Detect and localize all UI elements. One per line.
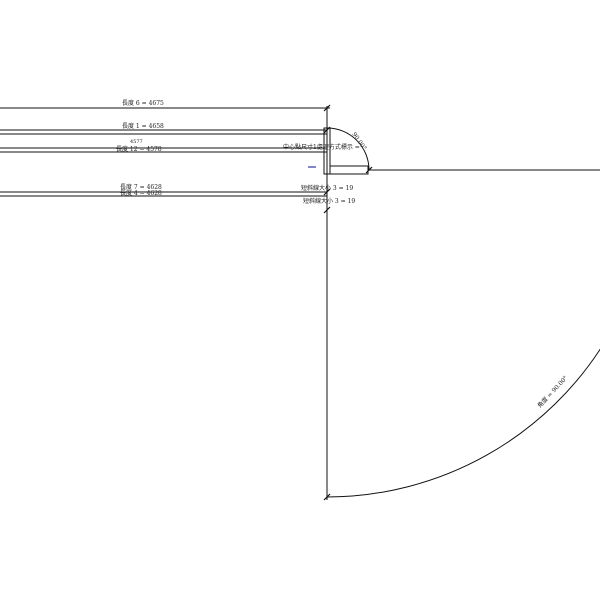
tick-mark xyxy=(323,493,331,501)
label-length6: 長度 6 = 4675 xyxy=(122,99,164,107)
label-tick-size-b: 短斜線大小 3 = 19 xyxy=(303,197,355,205)
label-tick-size-a: 短斜線大小 3 = 19 xyxy=(301,184,353,192)
tick-mark xyxy=(323,206,331,214)
label-center-mark: 中心點尺寸1處理方式標示 = xyxy=(283,143,360,151)
label-length1: 長度 1 = 4658 xyxy=(122,122,164,130)
small-arc xyxy=(326,127,370,171)
label-length7: 長度 7 = 4628 xyxy=(120,183,162,191)
label-length12: 長度 12 = 4578 xyxy=(116,145,162,153)
tick-mark xyxy=(323,104,331,112)
corner-box-h xyxy=(329,165,369,175)
large-arc xyxy=(326,348,600,498)
tick-mark xyxy=(323,126,331,134)
corner-box xyxy=(323,127,331,175)
label-length4: 長度 4 = 4628 xyxy=(120,189,162,197)
label-length12-upper: 4577 xyxy=(130,139,143,145)
tick-mark xyxy=(365,166,373,174)
tick-mark xyxy=(323,188,331,196)
label-angle: 角度 = 90.00° xyxy=(536,374,570,409)
